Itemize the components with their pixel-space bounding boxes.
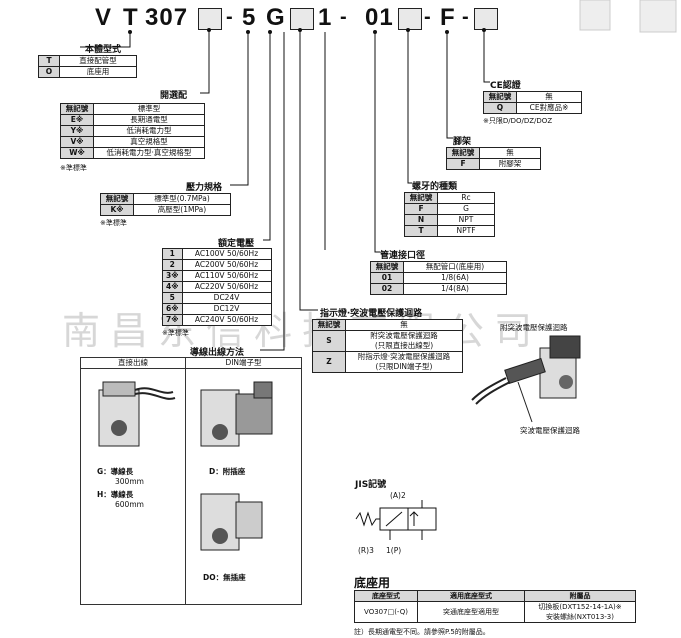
- voltage-note: ※準標準: [162, 329, 189, 337]
- indicator-title: 指示燈‧突波電壓保護迴路: [320, 309, 423, 319]
- thread-slot: [398, 8, 422, 30]
- ce-note: ※只限D/DO/DZ/DOZ: [483, 117, 553, 125]
- wiring-g-label: G：導線長: [97, 467, 134, 476]
- code-dash: -: [462, 6, 469, 28]
- model-code-f: F: [440, 4, 456, 31]
- wiring-d-label: D：附插座: [209, 467, 246, 476]
- model-code-307: 307: [145, 4, 189, 31]
- ce-title: CE認證: [490, 81, 521, 91]
- code-dash: -: [340, 6, 347, 28]
- base-note: 註）長期通電型不同。請參照P.5的附屬品。: [354, 628, 490, 636]
- pressure-note: ※準標準: [100, 219, 127, 227]
- option-note: ※準標準: [60, 164, 87, 172]
- jis-port-r: (R)3: [358, 546, 374, 555]
- base-table: 底座型式 適用底座型式 附屬品 VO307□(-Q) 突通底座型適用型 切換板(…: [354, 590, 636, 623]
- surge-label-top: 附突波電壓保護迴路: [500, 323, 568, 332]
- voltage-title: 額定電壓: [218, 239, 255, 249]
- model-code-g: G: [266, 4, 286, 31]
- model-code-v: V: [95, 4, 113, 31]
- code-dash: -: [226, 6, 233, 28]
- ce-slot: [474, 8, 498, 30]
- model-code-1: 1: [318, 4, 333, 31]
- wiring-h-length: 600mm: [115, 500, 144, 509]
- model-code-5: 5: [242, 4, 257, 31]
- surge-valve-illustration: [471, 335, 581, 423]
- option-title: 開選配: [160, 91, 188, 101]
- model-code-01: 01: [365, 4, 394, 31]
- model-code-t: T: [123, 4, 139, 31]
- bracket-title: 腳架: [453, 137, 472, 147]
- wiring-col1-header: 直接出線: [81, 358, 186, 369]
- port-title: 管連接口徑: [380, 251, 426, 261]
- body-type-title: 本體型式: [85, 45, 122, 55]
- code-dash: -: [424, 6, 431, 28]
- pressure-table: 無記號標準型(0.7MPa) K※高壓型(1MPa): [100, 193, 231, 216]
- valve-din-no-socket-illustration: [200, 493, 263, 551]
- jis-port-p: 1(P): [386, 546, 402, 555]
- jis-port-a: (A)2: [390, 491, 406, 500]
- jis-symbol: [355, 500, 437, 540]
- option-table: 無記號標準型 E※長期通電型 Y※低消耗電力型 V※真空規格型 W※低消耗電力型…: [60, 103, 205, 159]
- surge-label-bottom: 突波電壓保護迴路: [520, 426, 580, 435]
- wiring-divider: [185, 368, 186, 604]
- wiring-panel: 直接出線 DIN端子型 G：導線長 300mm H：導線長 600mm D：附插…: [80, 357, 302, 605]
- wiring-do-label: DO：無插座: [203, 573, 246, 582]
- wiring-h-label: H：導線長: [97, 490, 134, 499]
- wiring-title: 導線出線方法: [190, 348, 245, 358]
- base-title: 底座用: [354, 576, 391, 590]
- pressure-title: 壓力規格: [186, 183, 223, 193]
- wiring-g-length: 300mm: [115, 477, 144, 486]
- valve-direct-illustration: [98, 381, 176, 447]
- jis-title: JIS記號: [355, 480, 387, 490]
- indicator-slot: [290, 8, 314, 30]
- product-photo: [579, 0, 677, 33]
- thread-title: 螺牙的種類: [412, 182, 458, 192]
- valve-din-illustration: [200, 381, 273, 447]
- wiring-col2-header: DIN端子型: [186, 358, 301, 369]
